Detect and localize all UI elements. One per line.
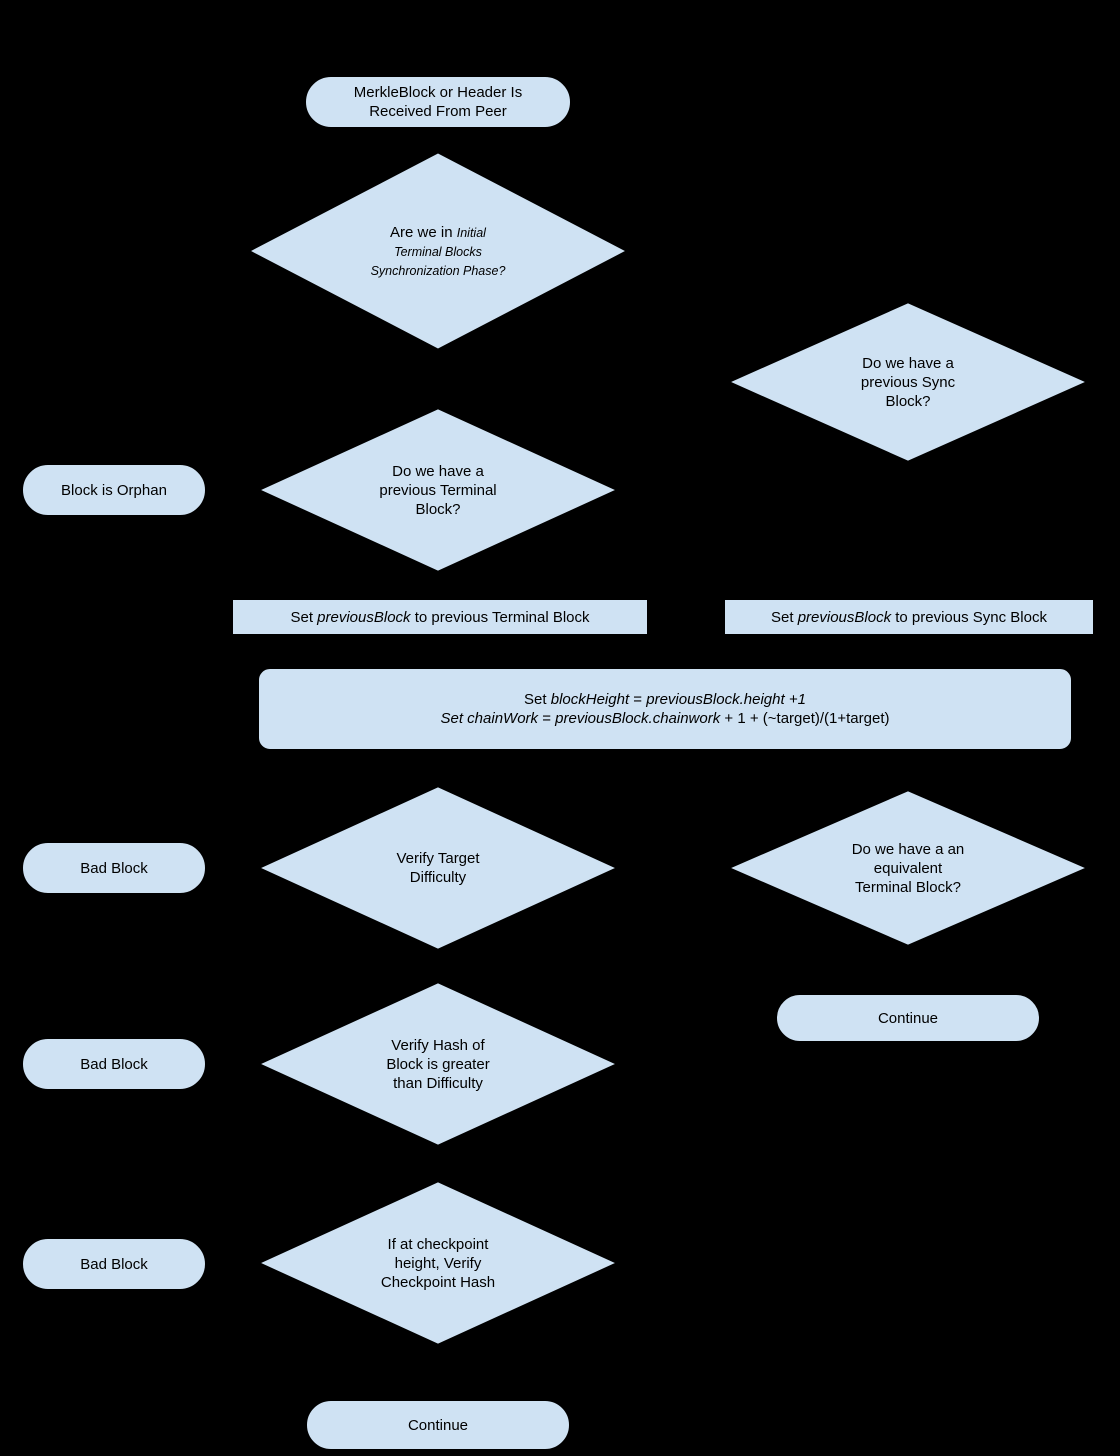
terminal-block-is-orphan: Block is Orphan [22, 464, 206, 516]
process-set-previous-sync-label: Set previousBlock to previous Sync Block [771, 608, 1047, 626]
process-set-previous-terminal-label: Set previousBlock to previous Terminal B… [290, 608, 590, 626]
terminal-continue-bottom-label: Continue [407, 1416, 469, 1434]
terminal-bad-block-1: Bad Block [22, 842, 206, 894]
diamond-icon [728, 302, 1088, 462]
process-set-previous-sync: Set previousBlock to previous Sync Block [724, 599, 1094, 635]
terminal-continue-bottom: Continue [306, 1400, 570, 1450]
terminal-bad-block-1-label: Bad Block [80, 859, 148, 877]
terminal-continue-right: Continue [776, 994, 1040, 1042]
terminal-bad-block-3-label: Bad Block [80, 1255, 148, 1273]
diamond-icon [258, 1181, 618, 1345]
diamond-icon [258, 408, 618, 572]
process-set-height-chainwork: Set blockHeight = previousBlock.height +… [258, 668, 1072, 750]
terminal-bad-block-2: Bad Block [22, 1038, 206, 1090]
diamond-icon [248, 152, 628, 350]
process-set-previous-terminal: Set previousBlock to previous Terminal B… [232, 599, 648, 635]
diamond-icon [258, 982, 618, 1146]
terminal-continue-right-label: Continue [877, 1009, 939, 1027]
process-set-height-chainwork-label: Set blockHeight = previousBlock.height +… [440, 691, 890, 727]
terminal-block-is-orphan-label: Block is Orphan [61, 481, 167, 499]
diamond-icon [258, 786, 618, 950]
terminal-bad-block-2-label: Bad Block [80, 1055, 148, 1073]
terminal-bad-block-3: Bad Block [22, 1238, 206, 1290]
diamond-icon [728, 790, 1088, 946]
